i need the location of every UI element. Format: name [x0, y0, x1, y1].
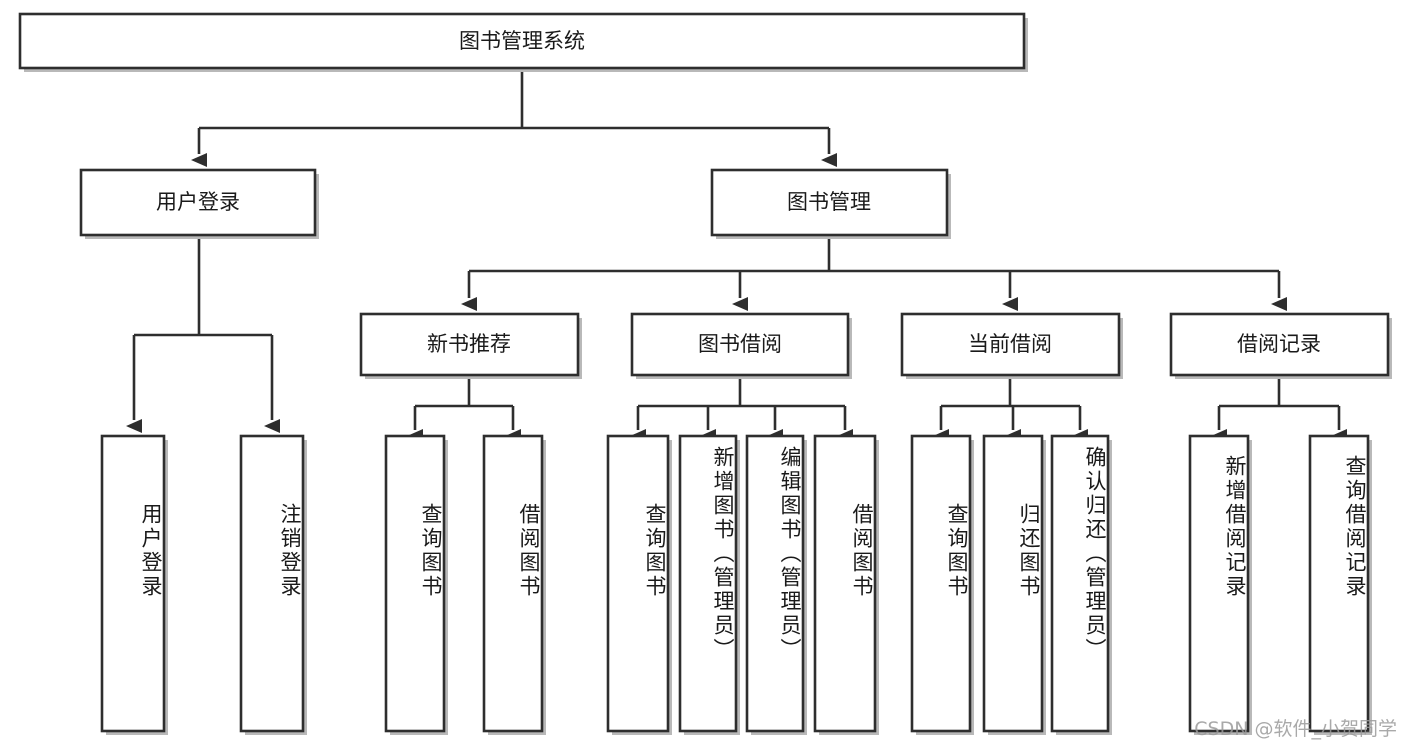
node-leaf-edit-book[interactable] — [745, 434, 805, 733]
node-book-borrow-label: 图书借阅 — [698, 332, 782, 356]
node-root-label: 图书管理系统 — [459, 29, 585, 53]
csdn-watermark: CSDN @软件_小贺同学 — [1194, 718, 1397, 740]
node-new-book-recommend[interactable] — [359, 312, 580, 377]
node-leaf-return-book[interactable] — [982, 434, 1044, 733]
node-leaf-logout[interactable] — [239, 434, 305, 733]
node-leaf-query-record[interactable] — [1308, 434, 1370, 733]
node-leaf-query-book-2[interactable] — [606, 434, 670, 733]
node-current-borrow-label: 当前借阅 — [968, 332, 1052, 356]
edge-layer — [126, 68, 1347, 443]
node-borrow-record[interactable] — [1169, 312, 1390, 377]
node-book-manage[interactable] — [710, 168, 949, 237]
node-root[interactable] — [18, 12, 1026, 70]
node-leaf-user-login[interactable] — [100, 434, 166, 733]
node-leaf-borrow-book-2[interactable] — [813, 434, 877, 733]
node-layer: 图书管理系统 用户登录 图书管理 新书推荐 图书借阅 当前借阅 借阅记录 — [18, 12, 1392, 735]
node-new-book-recommend-label: 新书推荐 — [427, 332, 511, 356]
node-borrow-record-label: 借阅记录 — [1237, 332, 1321, 356]
node-user-login-label: 用户登录 — [156, 190, 240, 214]
node-leaf-add-book[interactable] — [678, 434, 738, 733]
node-leaf-add-record[interactable] — [1188, 434, 1250, 733]
node-book-borrow[interactable] — [630, 312, 850, 377]
node-leaf-query-book-3[interactable] — [910, 434, 972, 733]
node-leaf-confirm-return[interactable] — [1050, 434, 1110, 733]
node-current-borrow[interactable] — [900, 312, 1121, 377]
node-leaf-query-book-1[interactable] — [384, 434, 446, 733]
node-user-login[interactable] — [79, 168, 317, 237]
node-book-manage-label: 图书管理 — [787, 190, 871, 214]
node-leaf-borrow-book-1[interactable] — [482, 434, 544, 733]
